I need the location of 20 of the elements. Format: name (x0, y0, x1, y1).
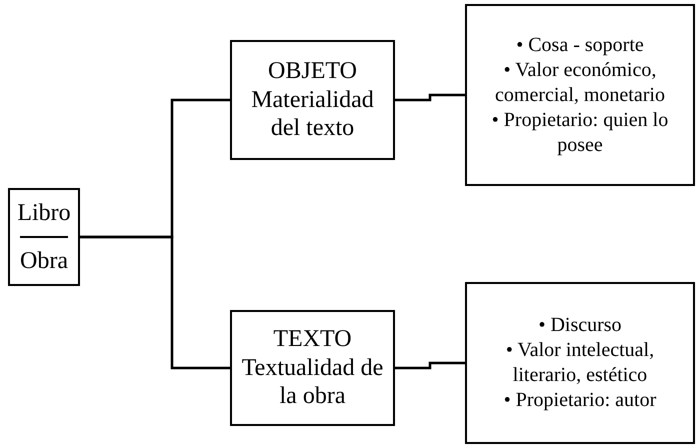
details-box (465, 282, 695, 444)
connector-line (395, 94, 465, 102)
connector-line (395, 362, 465, 370)
bullet-item: • Valor intelectual, literario, estético (504, 338, 656, 388)
category-box (230, 40, 395, 160)
node-text: Textualidad de la obra (240, 354, 384, 412)
node-text: Libro (17, 199, 71, 228)
node-heading: TEXTO (273, 324, 352, 354)
bullet-item: • Valor económico, comercial, monetario (494, 58, 666, 108)
root-box (8, 188, 80, 286)
node-text: Materialidad del texto (250, 86, 375, 144)
node-text: Obra (20, 247, 68, 276)
connector-line (80, 236, 230, 370)
details-box (465, 4, 695, 186)
bullet-item: • Cosa - soporte (516, 32, 644, 58)
bullet-item: • Propietario: autor (504, 388, 656, 413)
category-box (230, 310, 395, 426)
node-heading: OBJETO (268, 56, 357, 86)
bullet-item: • Discurso (538, 313, 622, 338)
bullet-item: • Propietario: quien lo posee (490, 108, 670, 158)
